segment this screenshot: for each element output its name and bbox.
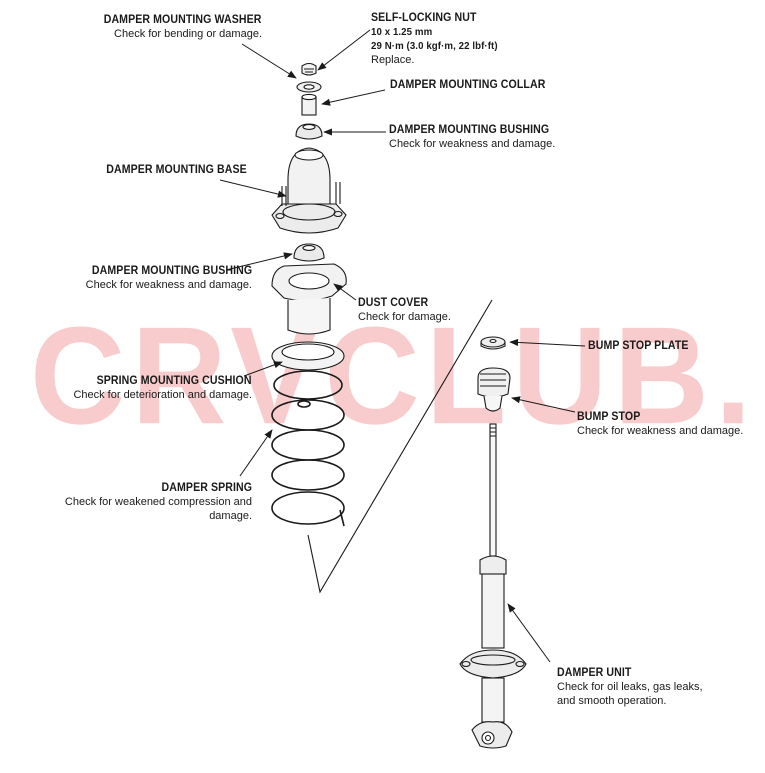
self-locking-nut-part	[301, 62, 317, 76]
label-bump-stop-plate: BUMP STOP PLATE	[588, 340, 689, 352]
leader-arrows	[219, 29, 586, 663]
label-damper-mounting-washer: DAMPER MOUNTING WASHER Check for bending…	[104, 14, 262, 40]
assembly-guide-line	[307, 299, 493, 594]
label-damper-spring: DAMPER SPRING Check for weakened compres…	[64, 482, 252, 522]
label-dust-cover: DUST COVER Check for damage.	[358, 297, 451, 323]
label-damper-mounting-collar: DAMPER MOUNTING COLLAR	[390, 79, 546, 91]
label-self-locking-nut: SELF-LOCKING NUT 10 x 1.25 mm 29 N·m (3.…	[371, 12, 498, 66]
damper-mounting-washer-part	[296, 81, 322, 93]
upper-bushing-part	[295, 123, 323, 140]
label-damper-mounting-base: DAMPER MOUNTING BASE	[106, 164, 247, 176]
label-damper-mounting-bushing-lower: DAMPER MOUNTING BUSHING Check for weakne…	[85, 265, 252, 291]
watermark: CRVCLUB.RU	[30, 298, 765, 453]
bump-stop-part	[477, 367, 511, 412]
damper-spring-part	[271, 370, 345, 527]
label-damper-mounting-bushing-upper: DAMPER MOUNTING BUSHING Check for weakne…	[389, 124, 556, 150]
spring-mounting-cushion-part	[271, 341, 345, 371]
damper-mounting-collar-part	[301, 93, 317, 116]
lower-bushing-part	[293, 243, 325, 262]
label-bump-stop: BUMP STOP Check for weakness and damage.	[577, 411, 744, 437]
label-damper-unit: DAMPER UNIT Check for oil leaks, gas lea…	[557, 667, 703, 707]
bump-stop-plate-part	[480, 336, 506, 350]
damper-mounting-base-part	[271, 147, 347, 234]
damper-unit-part	[459, 423, 527, 749]
dust-cover-part	[271, 263, 347, 335]
label-spring-mounting-cushion: SPRING MOUNTING CUSHION Check for deteri…	[73, 375, 252, 401]
